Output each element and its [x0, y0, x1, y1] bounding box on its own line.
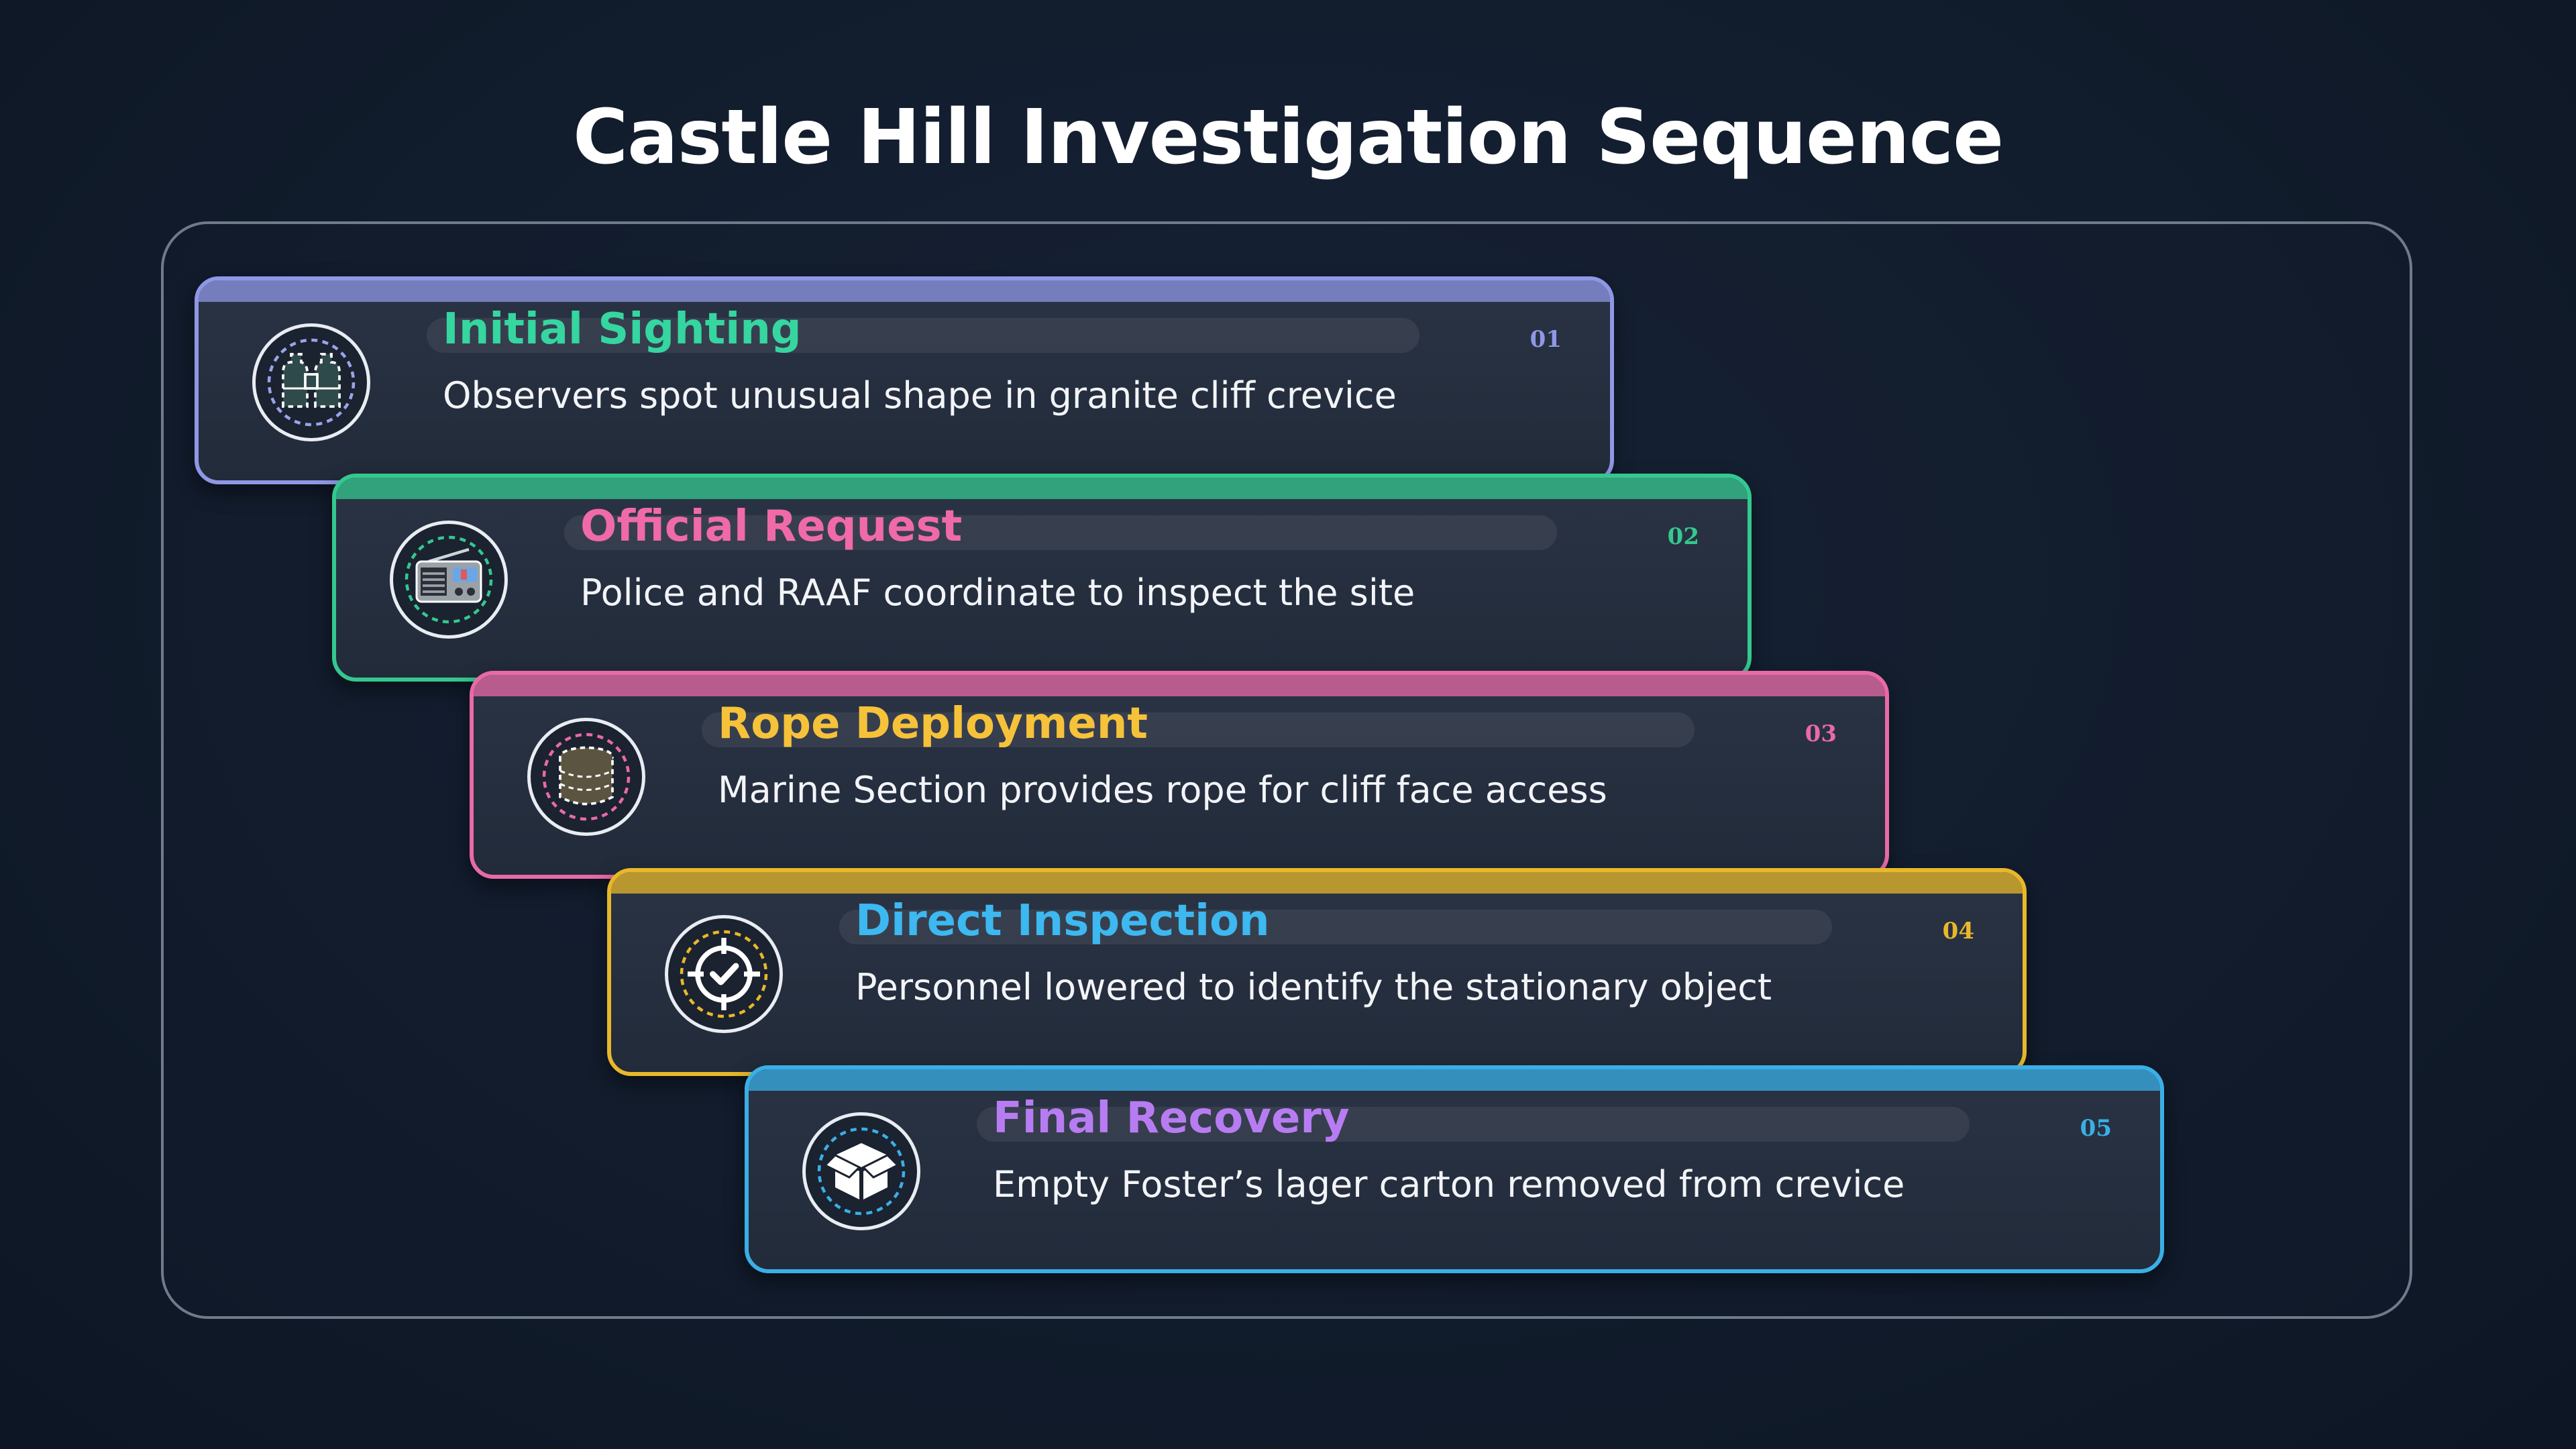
step-accent-bar [749, 1069, 2160, 1091]
step-accent-bar [336, 478, 1748, 499]
step-number: 03 [1805, 720, 1837, 747]
heading-backdrop [427, 318, 1419, 353]
step-description: Police and RAAF coordinate to inspect th… [580, 572, 1415, 614]
step-description: Personnel lowered to identify the statio… [855, 966, 1772, 1008]
step-number: 05 [2080, 1115, 2112, 1142]
page-title: Castle Hill Investigation Sequence [572, 94, 2004, 181]
heading-backdrop [702, 712, 1695, 747]
heading-backdrop [564, 515, 1557, 550]
step-number: 01 [1529, 326, 1562, 353]
step-description: Marine Section provides rope for cliff f… [718, 769, 1607, 811]
heading-backdrop [839, 910, 1832, 945]
step-card-2: Official Request Police and RAAF coordin… [332, 474, 1752, 682]
step-card-4: Direct Inspection Personnel lowered to i… [607, 868, 2027, 1076]
radio-icon [390, 521, 508, 639]
step-heading: Direct Inspection [855, 896, 1270, 946]
target-check-icon [665, 915, 783, 1033]
step-card-3: Rope Deployment Marine Section provides … [470, 671, 1889, 879]
box-icon [802, 1112, 920, 1230]
step-heading: Final Recovery [993, 1093, 1350, 1143]
step-accent-bar [199, 280, 1610, 302]
step-heading: Official Request [580, 502, 963, 551]
step-accent-bar [474, 675, 1885, 696]
step-heading: Rope Deployment [718, 699, 1148, 749]
step-number: 04 [1942, 918, 1974, 945]
step-description: Observers spot unusual shape in granite … [443, 374, 1397, 417]
step-heading: Initial Sighting [443, 305, 802, 354]
step-description: Empty Foster’s lager carton removed from… [993, 1163, 1905, 1205]
step-accent-bar [611, 872, 2023, 894]
step-card-5: Final Recovery Empty Foster’s lager cart… [745, 1065, 2164, 1273]
step-card-1: Initial Sighting Observers spot unusual … [195, 276, 1614, 484]
binoculars-icon [252, 323, 370, 441]
heading-backdrop [977, 1107, 1970, 1142]
step-number: 02 [1667, 523, 1699, 550]
rope-coil-icon [527, 718, 645, 836]
